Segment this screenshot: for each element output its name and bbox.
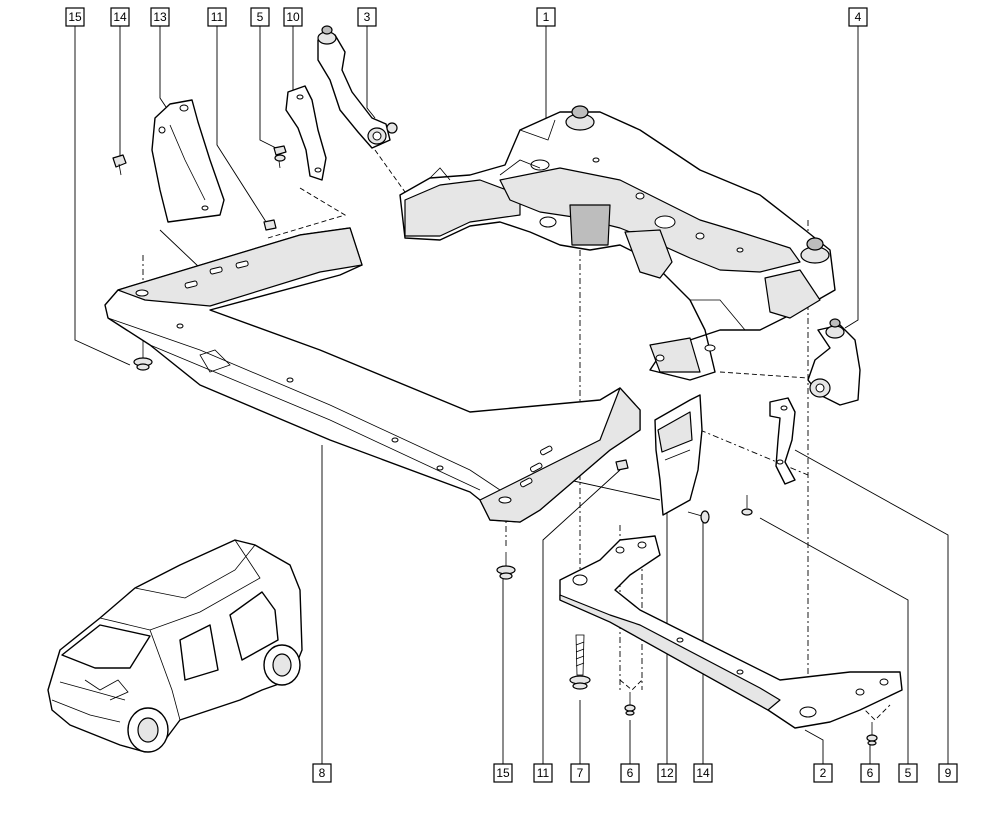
heat-shield-part-13: [151, 99, 225, 223]
svg-text:1: 1: [543, 10, 550, 24]
callout-6-bottom: 6: [620, 763, 640, 783]
callout-14-bottom: 14: [693, 763, 713, 783]
bolt-6-left: [624, 692, 636, 716]
callout-8-bottom: 8: [312, 763, 332, 783]
bolt-5-right: [741, 495, 753, 516]
callout-14-top: 14: [110, 7, 130, 27]
svg-text:9: 9: [945, 766, 952, 780]
callout-10-top: 10: [283, 7, 303, 27]
bracket-part-10: [285, 85, 327, 181]
callout-1-top: 1: [536, 7, 556, 27]
subframe-part-1: [399, 105, 836, 381]
callout-5-bottom: 5: [898, 763, 918, 783]
svg-text:15: 15: [68, 10, 82, 24]
svg-text:14: 14: [696, 766, 710, 780]
bolt-14-top: [112, 154, 127, 176]
svg-text:2: 2: [820, 766, 827, 780]
svg-text:11: 11: [537, 766, 550, 780]
svg-text:11: 11: [211, 10, 224, 24]
svg-text:3: 3: [364, 10, 371, 24]
nut-11-top: [263, 219, 277, 231]
bolt-15-bottom: [496, 552, 516, 580]
callout-15-top: 15: [65, 7, 85, 27]
callout-4-top: 4: [848, 7, 868, 27]
callout-9-bottom: 9: [938, 763, 958, 783]
callout-3-top: 3: [357, 7, 377, 27]
bracket-part-9: [769, 397, 796, 485]
callout-11-top: 11: [207, 7, 227, 27]
svg-text:8: 8: [319, 766, 326, 780]
nut-11-right: [615, 459, 629, 471]
callout-6-bottom-right: 6: [860, 763, 880, 783]
callout-7-bottom: 7: [570, 763, 590, 783]
svg-text:7: 7: [577, 766, 584, 780]
engine-mount-link-part-4: [807, 318, 861, 406]
screw-7: [569, 634, 591, 690]
svg-text:6: 6: [867, 766, 874, 780]
callout-2-bottom: 2: [813, 763, 833, 783]
bolt-6-right: [866, 722, 878, 746]
svg-text:4: 4: [855, 10, 862, 24]
svg-text:12: 12: [660, 766, 674, 780]
bolt-14-right: [687, 510, 710, 524]
svg-text:6: 6: [627, 766, 634, 780]
engine-mount-link-part-3: [317, 25, 398, 149]
svg-text:14: 14: [113, 10, 127, 24]
svg-text:5: 5: [257, 10, 264, 24]
callout-13-top: 13: [150, 7, 170, 27]
callout-labels: 15 14 13 11 5 10 3 1 4 8 15 11 7 6 12 14…: [65, 7, 958, 783]
vehicle-locator-illustration: [47, 539, 303, 753]
leader-lines: [74, 24, 949, 766]
callout-12-bottom: 12: [657, 763, 677, 783]
svg-text:15: 15: [496, 766, 510, 780]
fasteners: [112, 145, 878, 746]
bolt-15-left: [133, 340, 153, 371]
crossmember-part-8: [104, 227, 641, 523]
svg-text:5: 5: [905, 766, 912, 780]
callout-11-bottom: 11: [533, 763, 553, 783]
svg-text:10: 10: [286, 10, 300, 24]
svg-text:13: 13: [153, 10, 167, 24]
tie-bar-part-2: [559, 535, 903, 729]
bolt-5-left: [273, 145, 287, 169]
callout-15-bottom: 15: [493, 763, 513, 783]
callout-5-top: 5: [250, 7, 270, 27]
heat-shield-part-12: [654, 394, 703, 516]
